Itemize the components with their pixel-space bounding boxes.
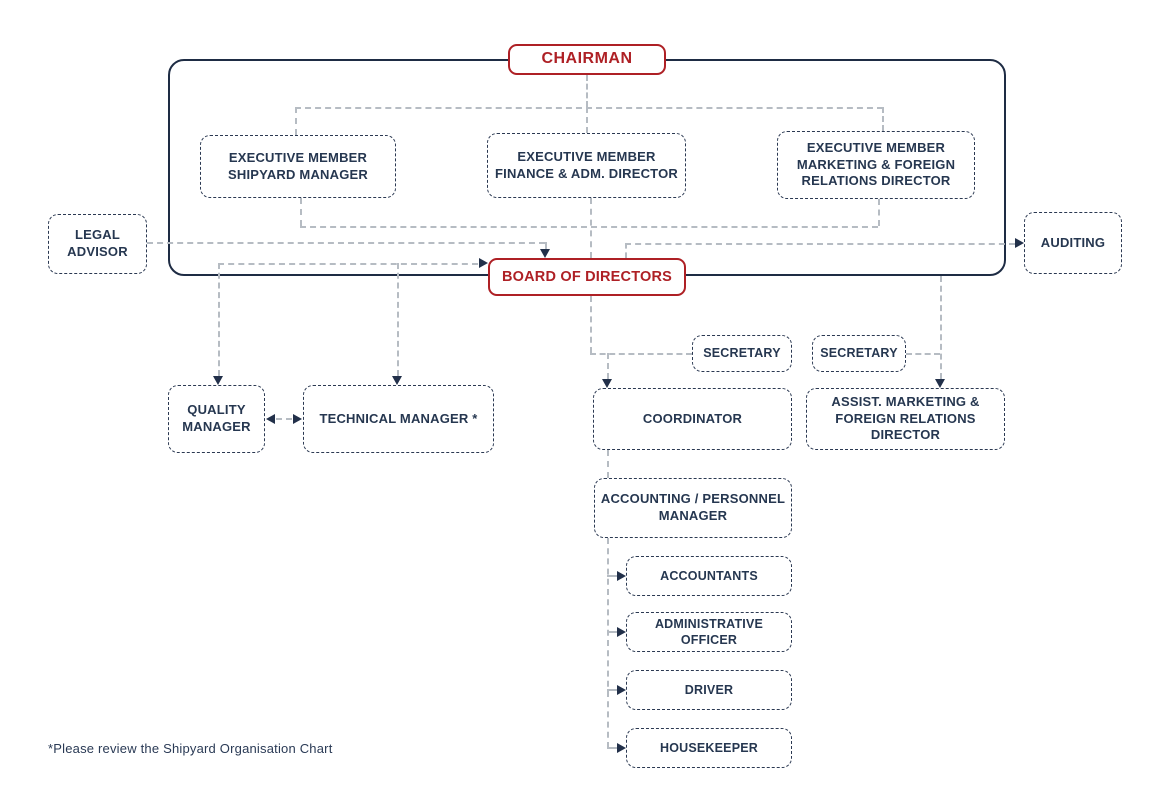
node-secretary-left: SECRETARY [692,335,792,372]
node-executive-member-shipyard-manager: EXECUTIVE MEMBER SHIPYARD MANAGER [200,135,396,198]
footnote-text: *Please review the Shipyard Organisation… [48,741,333,756]
arrow-right-icon [293,414,302,424]
connector-chairman-drop [586,75,588,107]
node-accountants: ACCOUNTANTS [626,556,792,596]
connector-exec1-down [300,198,302,226]
node-executive-member-finance-adm-director: EXECUTIVE MEMBER FINANCE & ADM. DIRECTOR [487,133,686,198]
connector-board-down [590,296,592,353]
arrow-down-icon [213,376,223,385]
connector-coordinator-down [607,450,609,478]
node-chairman: CHAIRMAN [508,44,666,75]
node-accounting-personnel-manager: ACCOUNTING / PERSONNEL MANAGER [594,478,792,538]
arrow-right-icon [1015,238,1024,248]
connector-stub-admin [607,631,618,633]
connector-drop-technical [397,263,399,376]
arrow-right-icon [617,571,626,581]
connector-drop-quality [218,263,220,376]
connector-exec3-down [878,199,880,226]
connector-drop-coordinator [607,353,609,379]
connector-legal-elbow [545,242,547,251]
node-auditing: AUDITING [1024,212,1122,274]
node-driver: DRIVER [626,670,792,710]
connector-managers-to-board [218,263,478,265]
connector-drop-exec3 [882,107,884,131]
connector-drop-exec2 [586,107,588,133]
arrow-right-icon [617,685,626,695]
connector-stub-accountants [607,575,618,577]
arrow-right-icon [479,258,488,268]
node-coordinator: COORDINATOR [593,388,792,450]
node-legal-advisor: LEGAL ADVISOR [48,214,147,274]
arrow-left-icon [266,414,275,424]
node-secretary-right: SECRETARY [812,335,906,372]
arrow-down-icon [602,379,612,388]
arrow-down-icon [935,379,945,388]
connector-exec-bottom-bus [300,226,878,228]
arrow-down-icon [392,376,402,385]
connector-stub-driver [607,689,618,691]
arrow-down-icon [540,249,550,258]
node-quality-manager: QUALITY MANAGER [168,385,265,453]
connector-legal-to-board [147,242,545,244]
connector-drop-assist [940,276,942,379]
connector-secretary-right-stub [906,353,940,355]
node-executive-member-marketing-foreign-relations-director: EXECUTIVE MEMBER MARKETING & FOREIGN REL… [777,131,975,199]
connector-board-to-auditing [625,243,1015,245]
node-administrative-officer: ADMINISTRATIVE OFFICER [626,612,792,652]
connector-stub-housekeeper [607,747,618,749]
connector-accounting-spine [607,538,609,748]
arrow-right-icon [617,743,626,753]
node-board-of-directors: BOARD OF DIRECTORS [488,258,686,296]
connector-board-elbow-auditing [625,243,627,258]
node-housekeeper: HOUSEKEEPER [626,728,792,768]
connector-quality-technical [276,418,292,420]
connector-to-secretary-left [590,353,692,355]
connector-exec2-to-board [590,198,592,258]
arrow-right-icon [617,627,626,637]
connector-exec-top-bus [295,107,883,109]
connector-drop-exec1 [295,107,297,135]
node-assist-marketing-foreign-relations-director: ASSIST. MARKETING & FOREIGN RELATIONS DI… [806,388,1005,450]
node-technical-manager: TECHNICAL MANAGER * [303,385,494,453]
